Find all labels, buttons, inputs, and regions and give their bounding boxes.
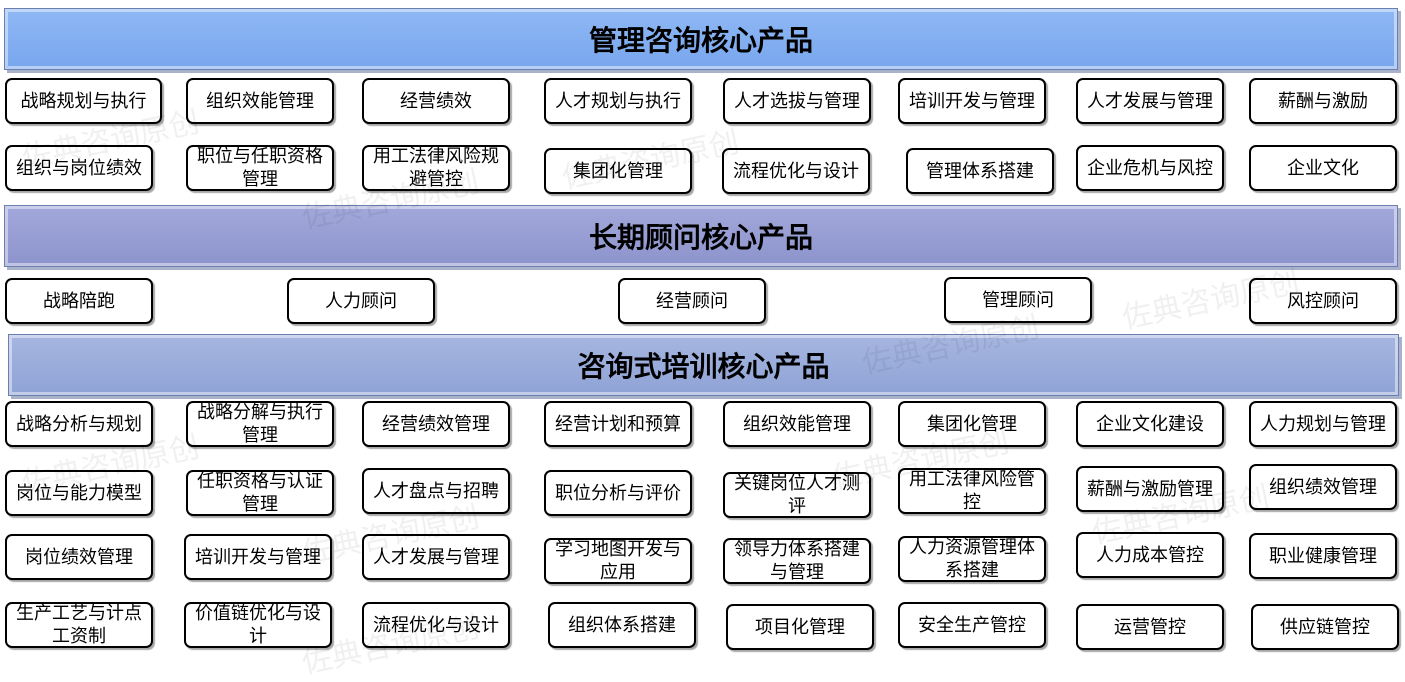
product-box: 任职资格与认证管理 xyxy=(186,470,334,516)
product-box: 集团化管理 xyxy=(898,401,1046,447)
product-box: 学习地图开发与应用 xyxy=(544,538,692,584)
section-title-management: 管理咨询核心产品 xyxy=(4,8,1398,70)
product-box: 人才盘点与招聘 xyxy=(362,468,510,514)
product-box: 人力资源管理体系搭建 xyxy=(898,536,1046,582)
product-box: 经营绩效 xyxy=(362,78,510,124)
product-box: 职位分析与评价 xyxy=(544,470,692,516)
product-box: 人才规划与执行 xyxy=(544,78,692,124)
product-box: 薪酬与激励管理 xyxy=(1076,466,1224,512)
product-box: 经营顾问 xyxy=(618,278,766,324)
product-box: 风控顾问 xyxy=(1249,278,1397,324)
product-box: 企业危机与风控 xyxy=(1076,145,1224,191)
product-box: 人才发展与管理 xyxy=(1076,78,1224,124)
product-box: 岗位绩效管理 xyxy=(5,534,153,580)
product-box: 流程优化与设计 xyxy=(722,148,870,194)
product-box: 组织效能管理 xyxy=(723,401,871,447)
product-box: 战略分析与规划 xyxy=(5,401,153,447)
product-box: 企业文化 xyxy=(1249,145,1397,191)
product-box: 职业健康管理 xyxy=(1249,533,1397,579)
product-box: 人力规划与管理 xyxy=(1249,401,1397,447)
product-box: 生产工艺与计点工资制 xyxy=(5,602,153,648)
product-box: 管理体系搭建 xyxy=(906,148,1054,194)
product-box: 人才选拔与管理 xyxy=(723,78,871,124)
section-title-advisory: 长期顾问核心产品 xyxy=(4,205,1398,267)
product-box: 关键岗位人才测评 xyxy=(723,472,871,518)
product-box: 运营管控 xyxy=(1076,604,1224,650)
product-box: 职位与任职资格管理 xyxy=(186,145,334,191)
product-box: 战略分解与执行管理 xyxy=(186,401,334,447)
product-box: 人才发展与管理 xyxy=(362,534,510,580)
product-box: 战略规划与执行 xyxy=(5,78,162,124)
product-box: 培训开发与管理 xyxy=(184,534,332,580)
product-box: 组织体系搭建 xyxy=(548,602,696,648)
product-box: 领导力体系搭建与管理 xyxy=(723,538,871,584)
product-box: 人力顾问 xyxy=(287,278,435,324)
product-box: 经营计划和预算 xyxy=(544,401,692,447)
product-box: 集团化管理 xyxy=(544,148,692,194)
product-box: 岗位与能力模型 xyxy=(5,470,153,516)
product-box: 组织效能管理 xyxy=(186,78,334,124)
product-box: 薪酬与激励 xyxy=(1249,78,1397,124)
product-box: 项目化管理 xyxy=(726,604,874,650)
product-box: 管理顾问 xyxy=(944,277,1092,323)
product-box: 企业文化建设 xyxy=(1076,401,1224,447)
product-box: 组织与岗位绩效 xyxy=(5,145,153,191)
product-box: 经营绩效管理 xyxy=(362,401,510,447)
product-box: 培训开发与管理 xyxy=(898,78,1046,124)
product-box: 供应链管控 xyxy=(1251,604,1399,650)
product-box: 安全生产管控 xyxy=(898,602,1046,648)
product-box: 组织绩效管理 xyxy=(1249,464,1397,510)
product-box: 价值链优化与设计 xyxy=(184,602,332,648)
product-box: 人力成本管控 xyxy=(1076,532,1224,578)
section-title-training: 咨询式培训核心产品 xyxy=(8,334,1399,396)
product-box: 用工法律风险规避管控 xyxy=(362,145,510,191)
product-box: 战略陪跑 xyxy=(5,278,153,324)
product-box: 流程优化与设计 xyxy=(362,602,510,648)
product-box: 用工法律风险管控 xyxy=(898,468,1046,514)
